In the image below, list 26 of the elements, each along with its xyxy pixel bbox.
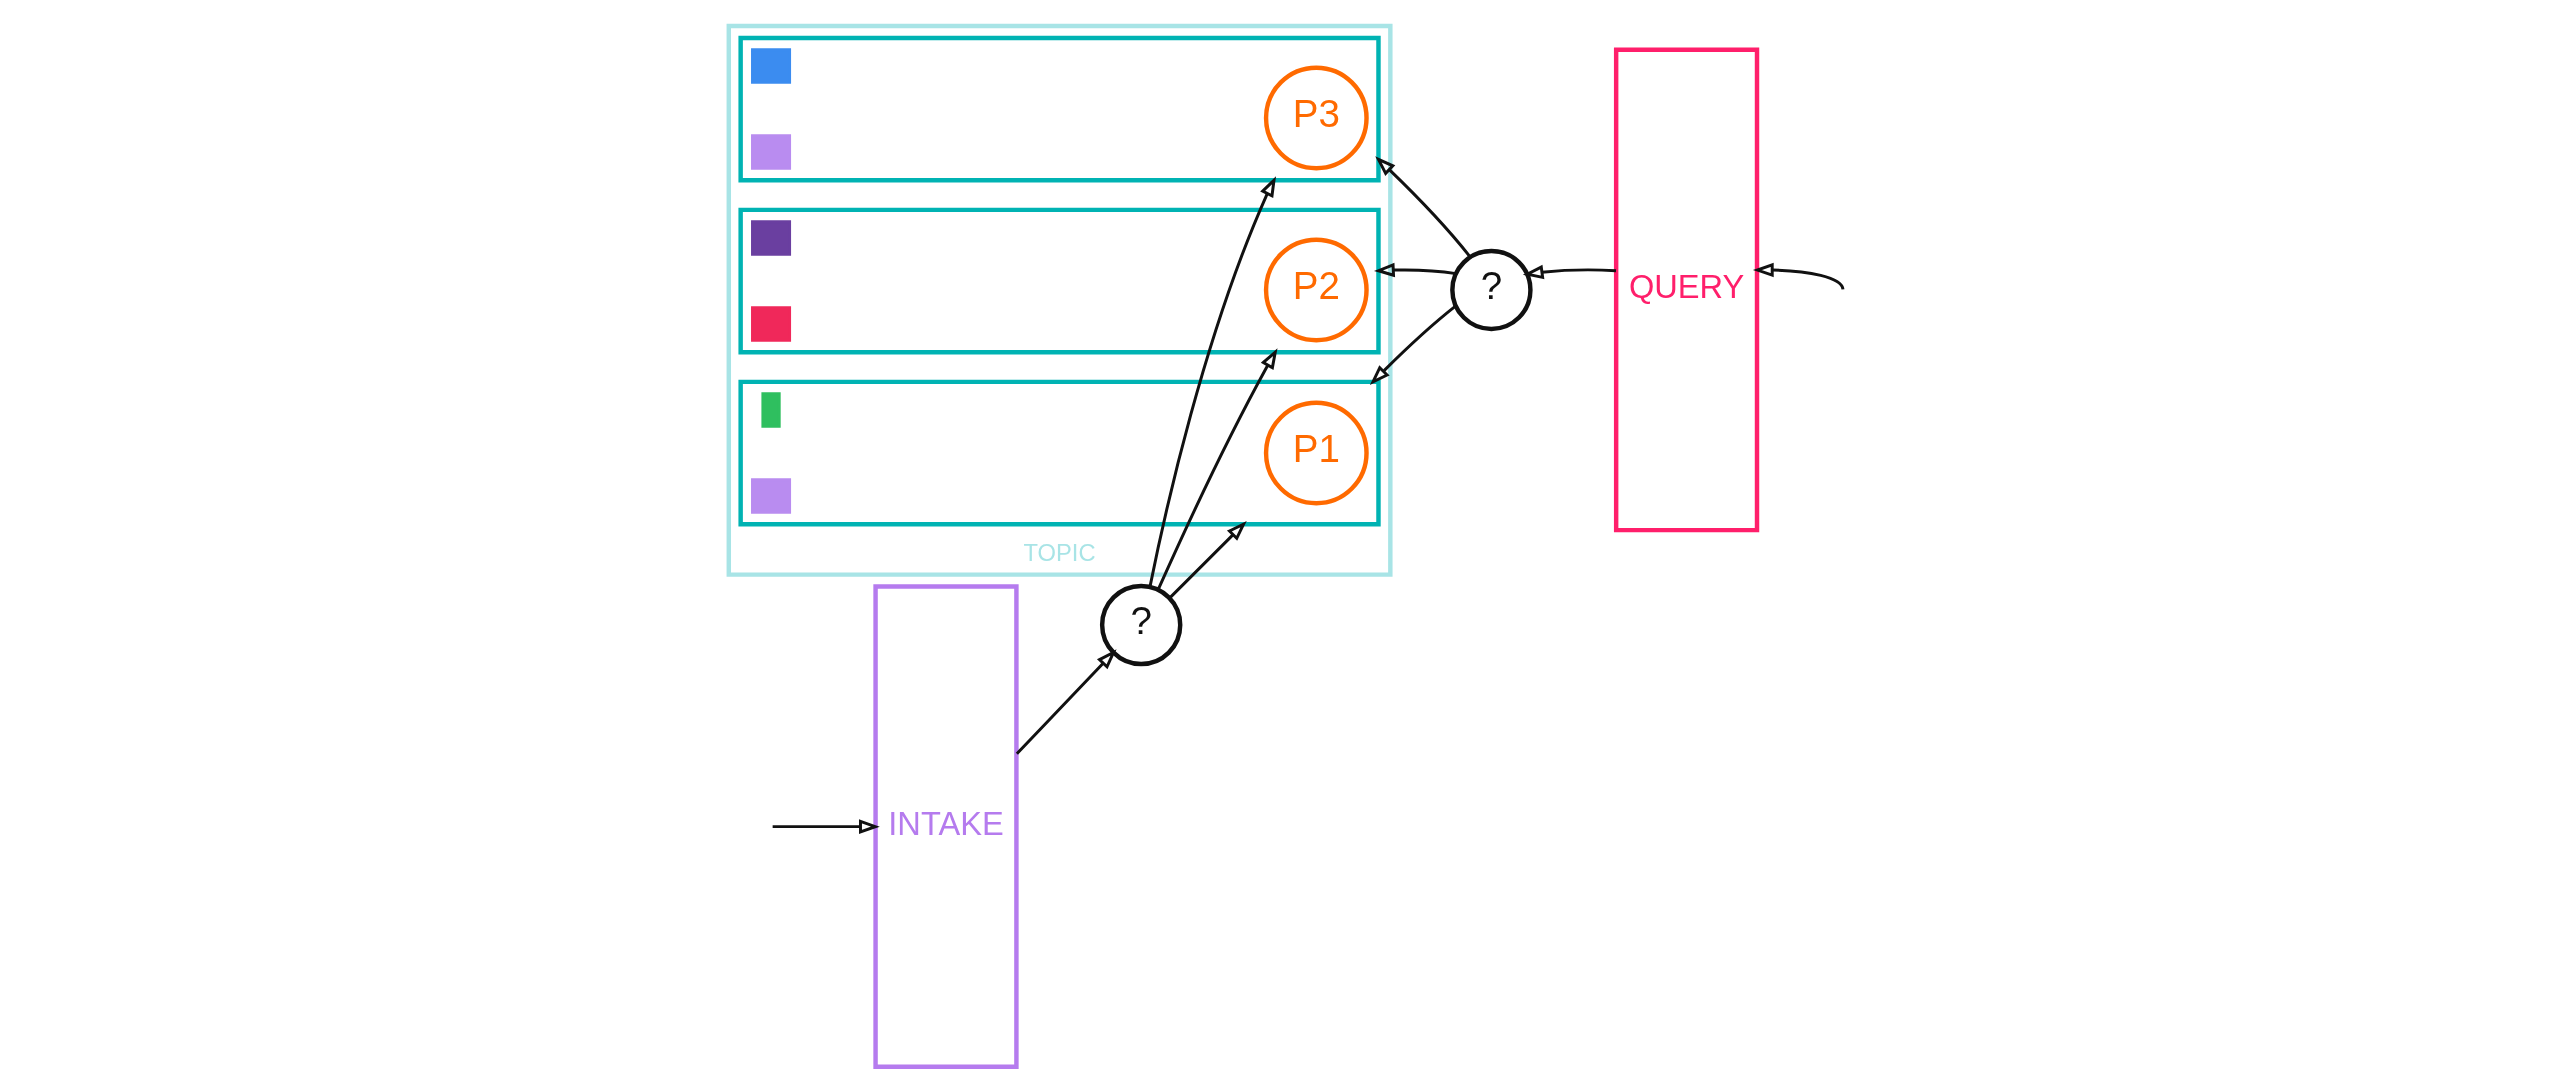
cluster: [737, 207, 1381, 355]
arrow: [1015, 649, 1117, 755]
node-circle: P3: [1263, 65, 1369, 171]
node-circle: P1: [1263, 400, 1369, 506]
arrow: [1156, 348, 1277, 591]
arrow: [1374, 156, 1471, 258]
arrow: [1168, 521, 1247, 600]
node-box: [750, 306, 791, 342]
arrow: [1373, 262, 1456, 278]
node-box: [750, 220, 791, 256]
node-box: [750, 48, 791, 84]
node-box: [750, 478, 791, 514]
arrow: [1369, 304, 1457, 386]
arrow: [1522, 264, 1616, 280]
cluster: [737, 379, 1381, 527]
node-circle: P2: [1263, 237, 1369, 343]
arrow: [772, 819, 880, 834]
arrow: [1147, 176, 1276, 588]
node-box: INTAKE: [872, 584, 1019, 1070]
node-circle: ?: [1099, 583, 1182, 667]
node-bar: [760, 392, 781, 428]
node-box: QUERY: [1613, 47, 1759, 533]
node-circle: ?: [1449, 248, 1533, 332]
cluster: [737, 35, 1381, 183]
arrow: [1752, 262, 1844, 290]
node-box: [750, 134, 791, 170]
